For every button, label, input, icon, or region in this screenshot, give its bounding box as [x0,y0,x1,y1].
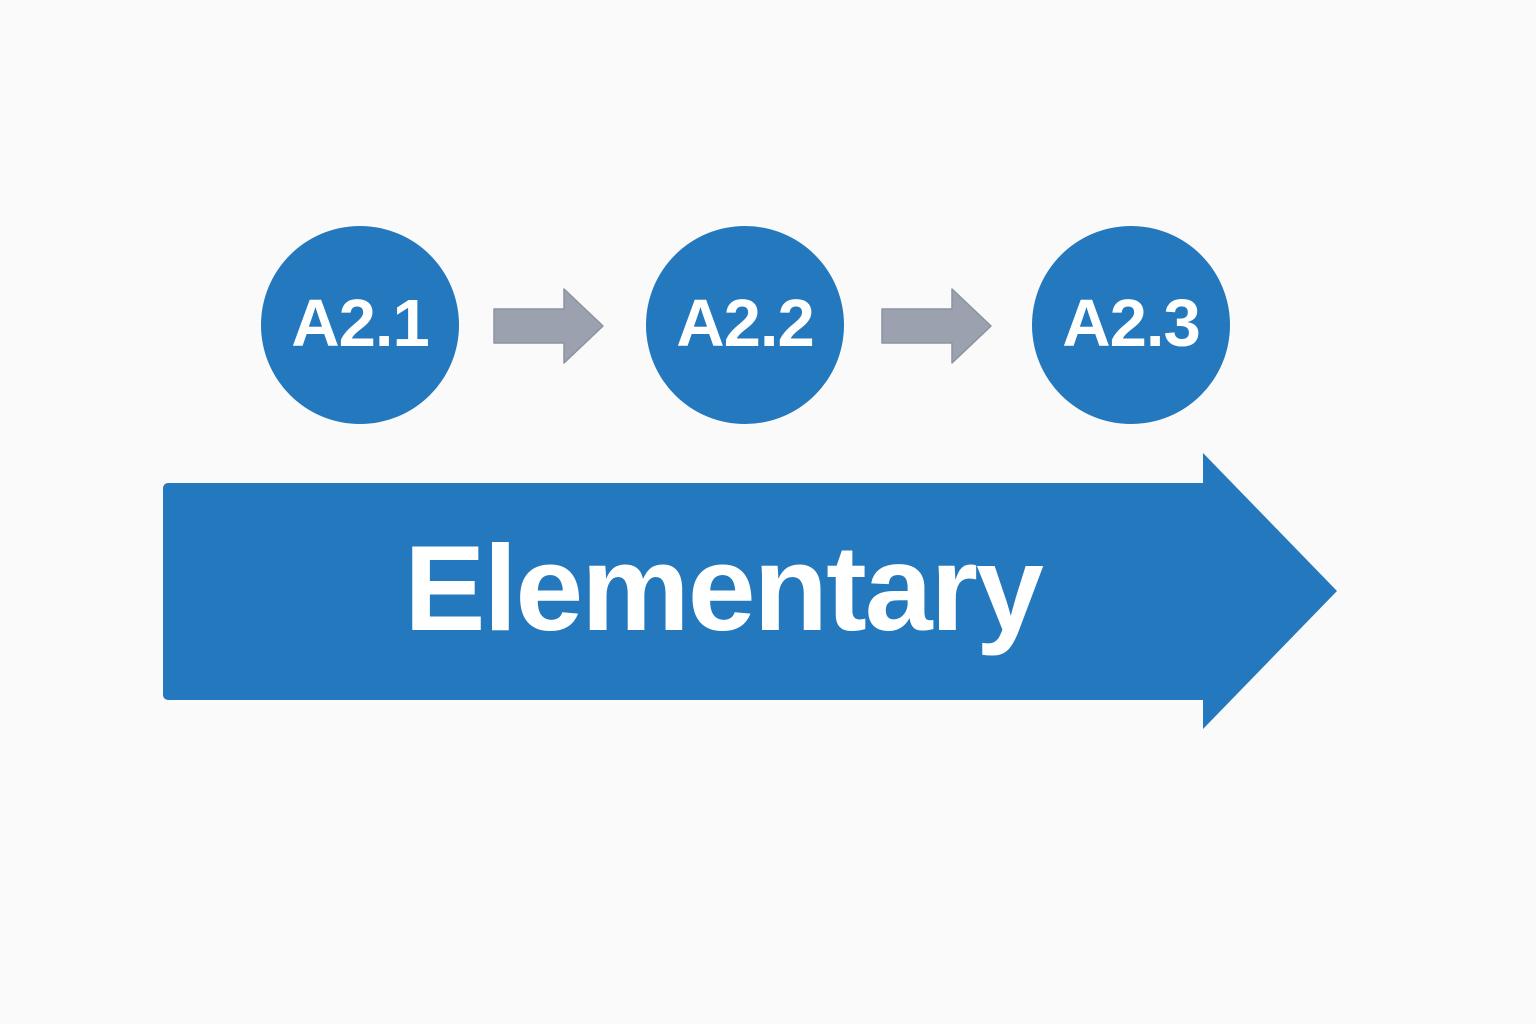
level-node-a2-1: A2.1 [261,226,459,424]
right-arrow-icon [881,288,992,364]
level-node-label: A2.2 [676,285,815,361]
level-node-label: A2.1 [291,285,430,361]
level-node-label: A2.3 [1062,285,1201,361]
level-node-a2-3: A2.3 [1032,226,1230,424]
right-arrow-icon [493,288,604,364]
level-node-a2-2: A2.2 [646,226,844,424]
banner-arrow-shape [163,453,1337,729]
